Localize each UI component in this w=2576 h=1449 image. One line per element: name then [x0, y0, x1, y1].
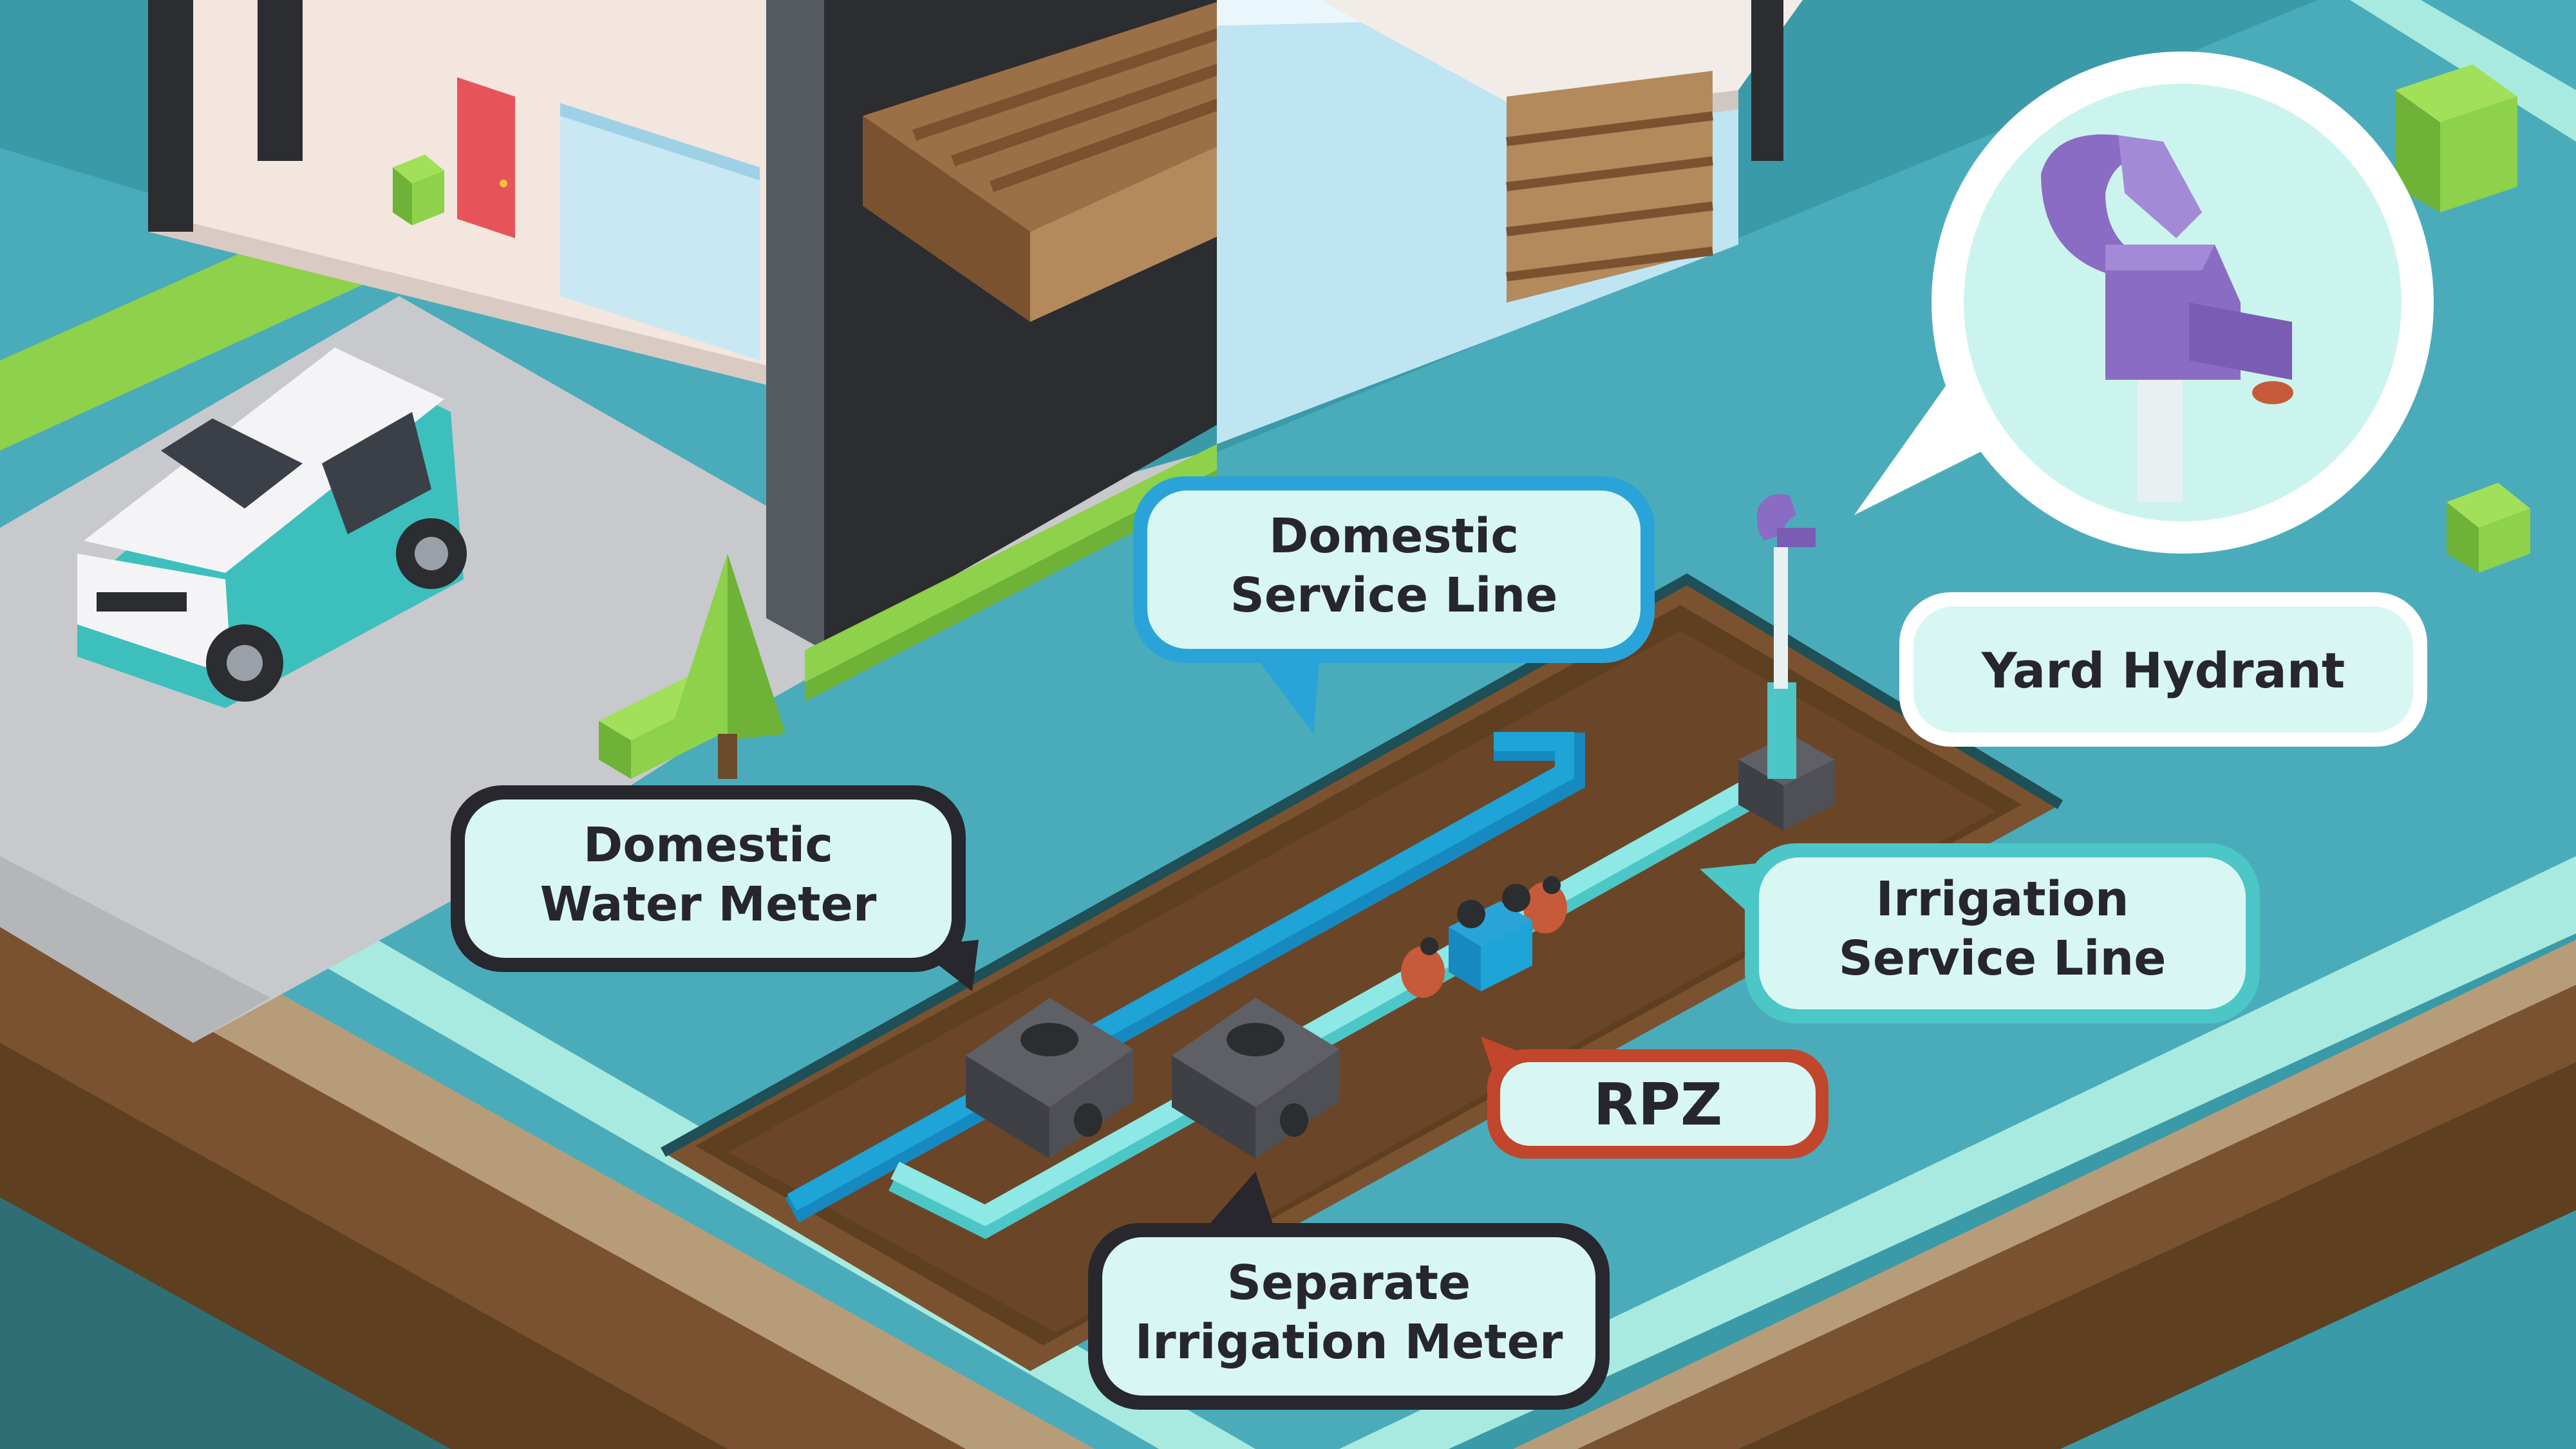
- yard-hydrant-large-icon: [2041, 134, 2293, 502]
- yard-hydrant-label: Yard Hydrant: [1981, 642, 2345, 699]
- tree-icon: [670, 554, 785, 779]
- yard-hydrant-icon: [1738, 494, 1835, 830]
- irrigation-service-line-label-1: Irrigation: [1876, 872, 2129, 927]
- irrigation-service-line-label-2: Service Line: [1839, 931, 2167, 986]
- meter-box-icon: [966, 998, 1339, 1159]
- yard-hydrant-bubble: [1854, 51, 2434, 554]
- trench: [661, 573, 2064, 1371]
- callout-rpz: RPZ: [1481, 1036, 1829, 1159]
- callout-irrigation-service-line: Irrigation Service Line: [1700, 843, 2260, 1024]
- rpz-valve-icon: [1401, 876, 1567, 998]
- callout-domestic-service-line: Domestic Service Line: [1133, 476, 1655, 734]
- domestic-service-line-label-2: Service Line: [1230, 568, 1558, 623]
- car-icon: [77, 348, 467, 708]
- separate-irrigation-meter-label-2: Irrigation Meter: [1135, 1314, 1563, 1370]
- domestic-water-meter-label-2: Water Meter: [540, 877, 877, 932]
- decor-cubes: [393, 64, 2530, 573]
- domestic-service-line-label-1: Domestic: [1269, 509, 1519, 564]
- callout-yard-hydrant: Yard Hydrant: [1899, 592, 2427, 747]
- callout-domestic-water-meter: Domestic Water Meter: [451, 785, 979, 991]
- brick-lines: [1506, 111, 1713, 281]
- separate-irrigation-meter-label-1: Separate: [1227, 1255, 1471, 1311]
- house: [148, 0, 1803, 779]
- callout-separate-irrigation-meter: Separate Irrigation Meter: [1088, 1172, 1610, 1410]
- rpz-label: RPZ: [1594, 1071, 1723, 1139]
- domestic-water-meter-label-1: Domestic: [583, 818, 833, 873]
